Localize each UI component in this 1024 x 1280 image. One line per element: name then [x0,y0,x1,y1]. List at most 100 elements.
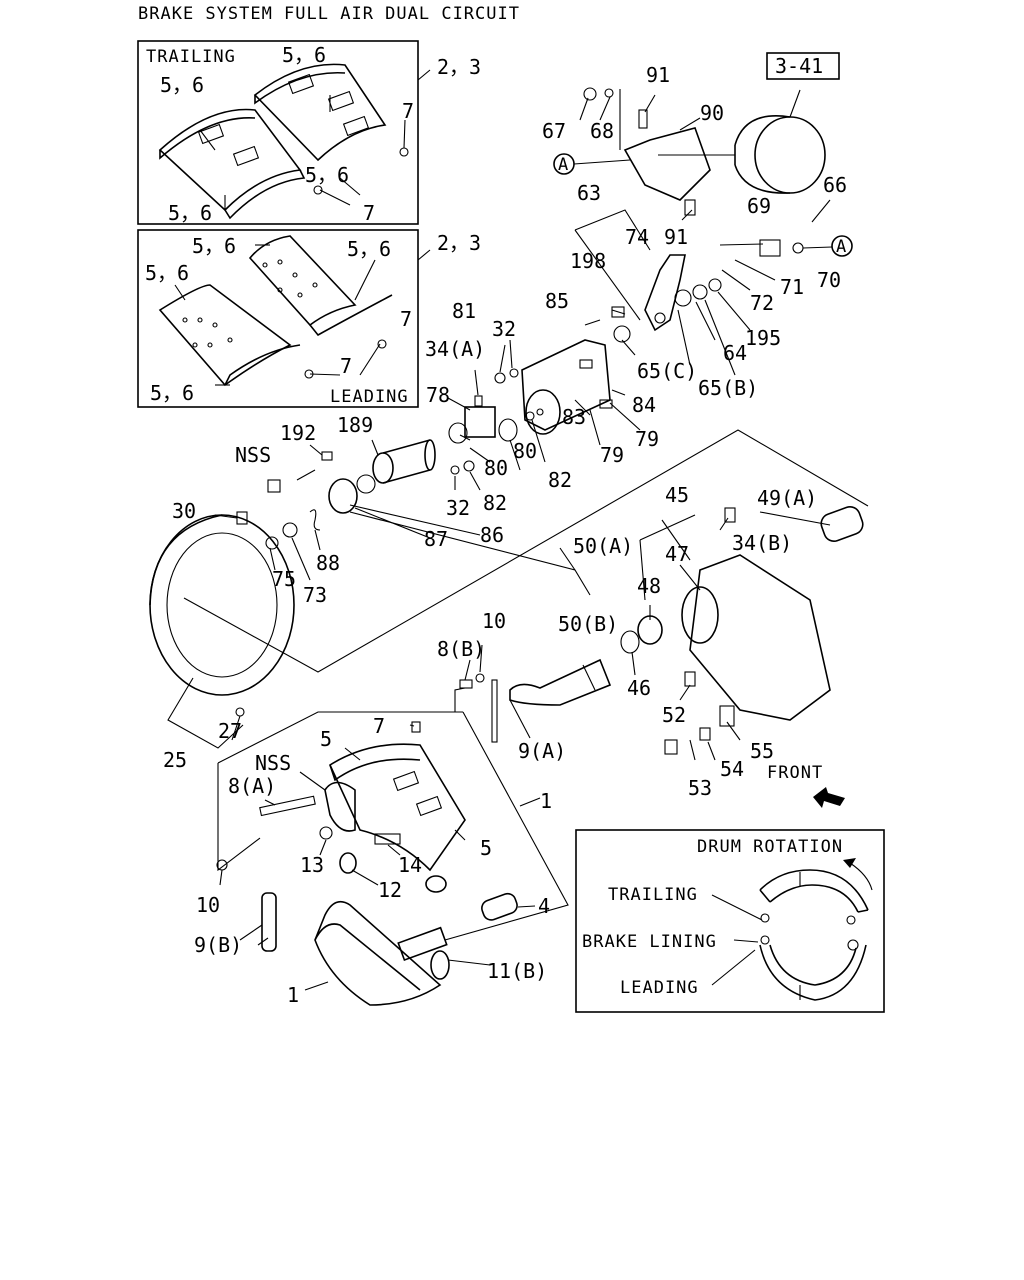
part-labels: 5，6 5，6 5，6 5，6 2，3 7 7 5，6 5，6 5，6 5，6 … [145,43,847,1007]
label-75: 75 [272,567,296,591]
lower-shoe-bottom [261,892,518,1006]
label-7: 7 [402,99,414,123]
label-87: 87 [424,527,448,551]
leader-lines [174,89,831,991]
label-52: 52 [662,703,686,727]
label-69: 69 [747,194,771,218]
label-82: 82 [548,468,572,492]
label-72: 72 [750,291,774,315]
label-65c: 65(C) [637,359,697,383]
label-74: 74 [625,225,649,249]
drum-leading-label: LEADING [620,978,699,998]
label-198: 198 [570,249,606,273]
label-5-6: 5，6 [347,237,391,261]
reference-box [766,52,840,80]
label-83: 83 [562,405,586,429]
drum-rotation-box [575,829,885,1013]
label-34b: 34(B) [732,531,792,555]
label-11b: 11(B) [487,959,547,983]
label-nss: NSS [255,751,291,775]
label-46: 46 [627,676,651,700]
label-5-6: 5，6 [160,73,204,97]
label-1: 1 [287,983,299,1007]
label-91: 91 [646,63,670,87]
label-7: 7 [340,354,352,378]
label-45: 45 [665,483,689,507]
label-47: 47 [665,542,689,566]
label-80: 80 [513,439,537,463]
svg-text:A: A [836,237,847,257]
label-192: 192 [280,421,316,445]
label-14: 14 [398,853,422,877]
label-5-6: 5，6 [282,43,326,67]
label-88: 88 [316,551,340,575]
camshaft-bushing [267,439,475,514]
label-53: 53 [688,776,712,800]
label-25: 25 [163,748,187,772]
leading-box [137,229,419,408]
label-34a: 34(A) [425,337,485,361]
label-5-6: 5，6 [305,163,349,187]
label-nss: NSS [235,443,271,467]
reference-label: 3-41 [775,54,823,78]
drum-brake-lining-label: BRAKE LINING [582,932,717,952]
trailing-heading: TRAILING [146,47,236,67]
label-12: 12 [378,878,402,902]
label-27: 27 [218,719,242,743]
label-66: 66 [823,173,847,197]
label-5-6: 5，6 [168,201,212,225]
label-55: 55 [750,739,774,763]
label-2-3: 2，3 [437,55,481,79]
label-7: 7 [400,307,412,331]
label-65b: 65(B) [698,376,758,400]
label-189: 189 [337,413,373,437]
camshaft-bracket [448,339,613,444]
trailing-shoe-lining [158,63,409,220]
label-5-6: 5，6 [145,261,189,285]
label-8b: 8(B) [437,637,485,661]
label-84: 84 [632,393,656,417]
label-50b: 50(B) [558,612,618,636]
backing-plate [149,509,321,717]
label-49a: 49(A) [757,486,817,510]
label-8a: 8(A) [228,774,276,798]
label-71: 71 [780,275,804,299]
label-79: 79 [635,427,659,451]
svg-text:A: A [558,155,569,175]
diagram-title: BRAKE SYSTEM FULL AIR DUAL CIRCUIT [138,4,520,24]
drum-rotation-heading: DRUM ROTATION [697,837,843,857]
label-195: 195 [745,326,781,350]
label-81: 81 [452,299,476,323]
leading-shoe-lining [158,235,393,387]
label-54: 54 [720,757,744,781]
drum-rotation-illustration [711,858,873,1001]
s-camshaft [459,658,612,743]
label-50a: 50(A) [573,534,633,558]
label-5: 5 [480,836,492,860]
group-bracket-lines [167,69,869,946]
label-9a: 9(A) [518,739,566,763]
label-5-6: 5，6 [150,381,194,405]
label-70: 70 [817,268,841,292]
label-9b: 9(B) [194,933,242,957]
label-10: 10 [482,609,506,633]
label-5-6: 5，6 [192,234,236,258]
label-1: 1 [540,789,552,813]
slack-adjuster [611,239,804,343]
label-63: 63 [577,181,601,205]
label-30: 30 [172,499,196,523]
label-7: 7 [373,714,385,738]
label-82: 82 [483,491,507,515]
label-68: 68 [590,119,614,143]
marker-a-right: A [802,235,853,257]
front-label: FRONT [767,763,823,783]
marker-a-left: A [553,153,631,175]
label-2-3: 2，3 [437,231,481,255]
label-86: 86 [480,523,504,547]
drum-trailing-label: TRAILING [608,885,698,905]
lower-shoe-upper [216,721,466,893]
brake-chamber [583,87,826,216]
label-5: 5 [320,727,332,751]
label-80: 80 [484,456,508,480]
